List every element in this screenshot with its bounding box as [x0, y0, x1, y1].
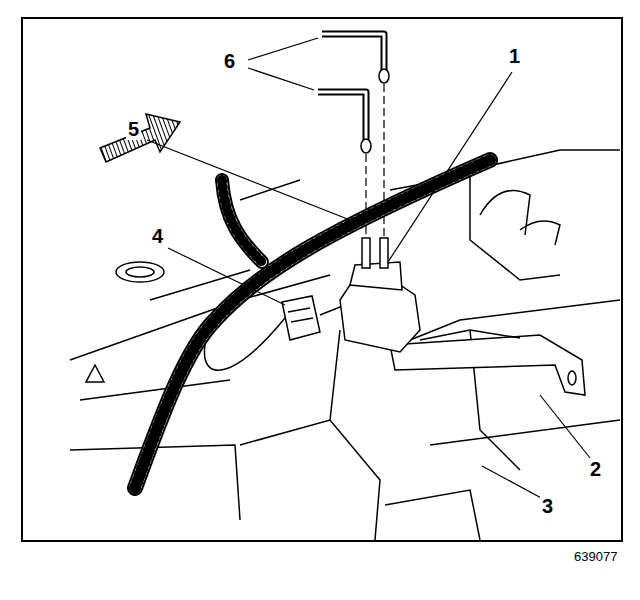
frame [22, 18, 622, 541]
wiring-harness [135, 160, 490, 488]
callout-number: 6 [222, 50, 237, 72]
mounting-bracket [390, 330, 585, 395]
sensor-module [340, 238, 420, 352]
callout-number: 4 [150, 225, 165, 247]
direction-arrow [100, 114, 180, 162]
callout-number: 3 [540, 495, 555, 517]
vehicle-body [70, 150, 620, 540]
vacuum-hose [318, 34, 389, 236]
callout-number: 1 [507, 45, 522, 67]
figure-number: 639077 [572, 550, 619, 564]
callout-number: 2 [588, 458, 603, 480]
leader-line [147, 38, 590, 500]
electrical-connector [282, 296, 345, 340]
callout-number: 5 [126, 118, 141, 140]
